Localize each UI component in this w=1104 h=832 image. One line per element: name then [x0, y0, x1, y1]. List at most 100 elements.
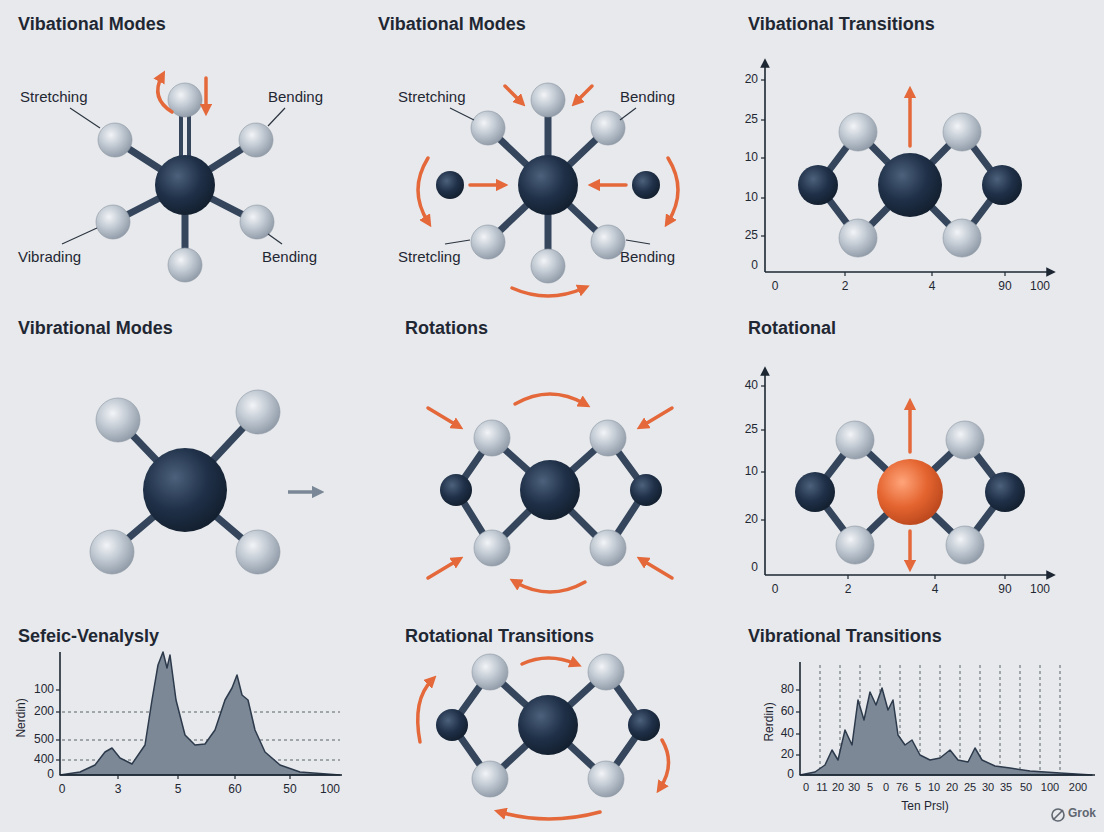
molecule-figure-part	[795, 472, 835, 512]
part-label: Stretching	[20, 88, 88, 105]
axis-tick: 100	[34, 683, 54, 697]
molecule-figure	[418, 654, 669, 819]
chart-axes-part	[761, 157, 765, 158]
molecule-figure-part	[628, 709, 660, 741]
part-label: Stretching	[398, 88, 466, 105]
panel-title: Vibrational Modes	[18, 318, 173, 339]
part-label: Bending	[620, 88, 675, 105]
molecule-figure-part	[632, 171, 660, 199]
axis-tick: 4	[932, 583, 939, 597]
molecule-figure-part	[531, 83, 565, 117]
molecule-figure-part	[908, 531, 912, 566]
molecule-figure	[62, 76, 285, 282]
molecule-figure-part	[518, 155, 578, 215]
molecule-figure-part	[836, 421, 874, 459]
part-label: Stretcling	[398, 248, 461, 265]
molecule-figure-part	[626, 240, 650, 244]
chart-axes-part	[1004, 272, 1005, 276]
watermark-logo-part	[1052, 809, 1064, 821]
molecule-figure-part	[236, 530, 280, 574]
molecule-figure-part	[90, 530, 134, 574]
watermark-logo	[1052, 809, 1064, 821]
molecule-figure-part	[836, 526, 874, 564]
molecule-figure-part	[518, 695, 578, 755]
molecule-figure-part	[908, 92, 912, 146]
molecule-figure-part	[943, 113, 981, 151]
chart-axes-part	[764, 62, 766, 272]
molecule-figure-part	[418, 158, 428, 222]
axis-tick: 5	[175, 783, 182, 797]
molecule-figure-part	[515, 394, 585, 404]
spectrum-chart-part	[177, 775, 178, 779]
spectrum-chart-part	[117, 775, 118, 779]
molecule-figure-part	[642, 408, 672, 426]
molecule-figure-part	[594, 183, 626, 187]
axis-tick: 0	[787, 768, 794, 782]
panel-title: Rotational	[748, 318, 836, 339]
chart-axes-part	[761, 119, 765, 120]
axis-tick: 60	[228, 783, 241, 797]
axis-tick: 0	[803, 781, 809, 794]
axis-tick: 0	[772, 583, 779, 597]
molecule-figure-part	[590, 530, 626, 566]
axis-tick: 40	[781, 727, 794, 741]
axis-tick: 25	[745, 113, 758, 127]
axis-tick: 200	[1069, 781, 1087, 794]
chart-axes-part	[761, 385, 765, 386]
panel-title: Vibational Transitions	[748, 14, 935, 35]
molecule-figure-part	[436, 709, 468, 741]
axis-tick: 500	[34, 733, 54, 747]
chart-axes-part	[761, 471, 765, 472]
molecule-figure-part	[70, 108, 100, 128]
spectrum-chart-part	[799, 662, 801, 775]
part-label: Vibrading	[18, 248, 81, 265]
axis-tick: 60	[781, 705, 794, 719]
spectrum-chart-part	[56, 759, 60, 760]
molecule-figure-part	[158, 76, 172, 112]
axis-tick: 4	[929, 280, 936, 294]
axis-tick: 80	[781, 683, 794, 697]
molecule-figure-part	[630, 474, 662, 506]
spectrum-chart-part	[800, 688, 1092, 775]
axis-tick: 20	[745, 513, 758, 527]
spectrum-chart-part	[289, 775, 290, 779]
axis-title: Ten Prsl)	[901, 800, 948, 814]
panel-title: Vibrational Transitions	[748, 626, 942, 647]
axis-tick: 40	[745, 379, 758, 393]
chart-axes-part	[847, 575, 848, 579]
chart-axes-part	[761, 79, 765, 80]
spectrum-chart-part	[62, 712, 340, 713]
axis-tick: 30	[982, 781, 994, 794]
molecule-figure-part	[204, 78, 208, 110]
axis-tick: 76	[896, 781, 908, 794]
chart-axes-part	[761, 429, 765, 430]
chart-axes-part	[934, 575, 935, 579]
molecule-figure-part	[239, 123, 273, 157]
axis-tick: 35	[1000, 781, 1012, 794]
chart-axes-part	[1004, 575, 1005, 579]
axis-tick: 20	[781, 748, 794, 762]
axis-tick: 90	[998, 583, 1011, 597]
axis-tick: 400	[34, 753, 54, 767]
molecule-figure-part	[236, 390, 280, 434]
molecule-figure-part	[591, 111, 625, 145]
axis-tick: 20	[832, 781, 844, 794]
panel-title: Rotations	[405, 318, 488, 339]
molecule-figure-part	[240, 205, 274, 239]
molecule-figure-part	[474, 530, 510, 566]
spectrum-chart-part	[56, 711, 60, 712]
molecule-figure	[798, 92, 1022, 257]
molecule-figure-part	[590, 420, 626, 456]
molecule-figure-part	[500, 812, 600, 819]
axis-tick: 2	[842, 280, 849, 294]
spectrum-chart-part	[60, 652, 340, 775]
molecule-figure-part	[428, 408, 458, 426]
molecule-figure-part	[908, 404, 912, 452]
molecule-figure	[90, 390, 318, 574]
molecule-figure-part	[946, 526, 984, 564]
panel-title: Rotational Transitions	[405, 626, 594, 647]
molecule-figure-part	[668, 158, 678, 222]
spectrum-chart-part	[60, 774, 342, 776]
